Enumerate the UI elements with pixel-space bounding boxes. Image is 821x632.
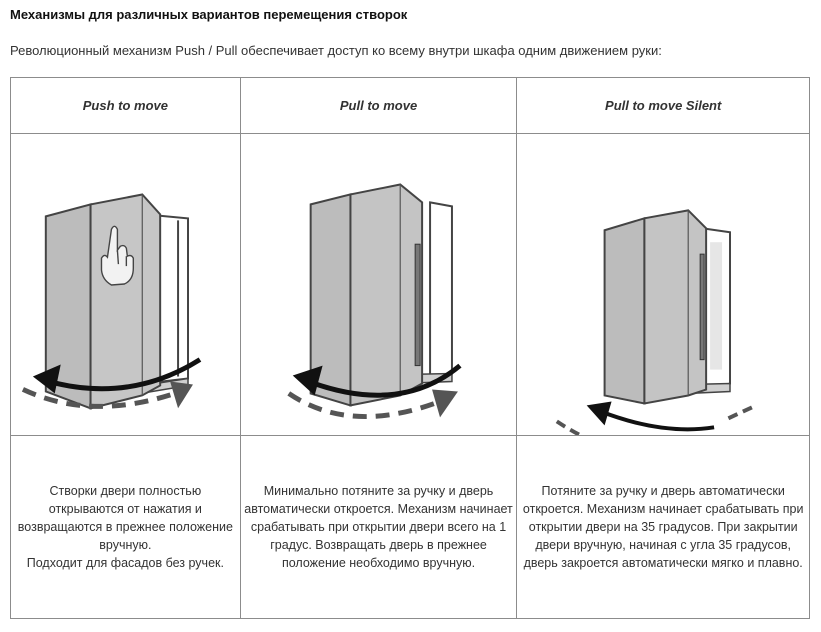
illustration-pull-cell — [239, 133, 518, 436]
door-handle — [414, 243, 421, 367]
description-silent: Потяните за ручку и дверь автоматически … — [516, 435, 810, 619]
mechanisms-table: Push to move Pull to move Pull to move S… — [10, 77, 810, 619]
cabinet-push-hand-icon — [21, 193, 202, 410]
description-pull: Минимально потяните за ручку и дверь авт… — [239, 435, 518, 619]
description-push: Створки двери полностью открываются от н… — [10, 435, 241, 619]
cabinet-with-handle-icon — [287, 183, 462, 420]
illustration-row — [10, 133, 810, 436]
title-row: Push to move Pull to move Pull to move S… — [10, 77, 810, 134]
cabinet-silent-icon — [556, 209, 754, 435]
column-title-pull: Pull to move — [239, 77, 518, 134]
hand-icon — [100, 225, 135, 286]
description-push-line-1: Створки двери полностью открываются от н… — [17, 484, 233, 552]
illustration-push-cell — [10, 133, 241, 436]
intro-text: Революционный механизм Push / Pull обесп… — [10, 43, 662, 58]
column-title-silent: Pull to move Silent — [516, 77, 810, 134]
description-row: Створки двери полностью открываются от н… — [10, 435, 810, 619]
illustration-silent-cell — [516, 133, 810, 436]
description-silent-text: Потяните за ручку и дверь автоматически … — [522, 484, 804, 570]
description-pull-text: Минимально потяните за ручку и дверь авт… — [244, 484, 513, 570]
description-push-line-2: Подходит для фасадов без ручек. — [26, 556, 224, 570]
page-heading: Механизмы для различных вариантов переме… — [10, 7, 408, 22]
column-title-push: Push to move — [10, 77, 241, 134]
